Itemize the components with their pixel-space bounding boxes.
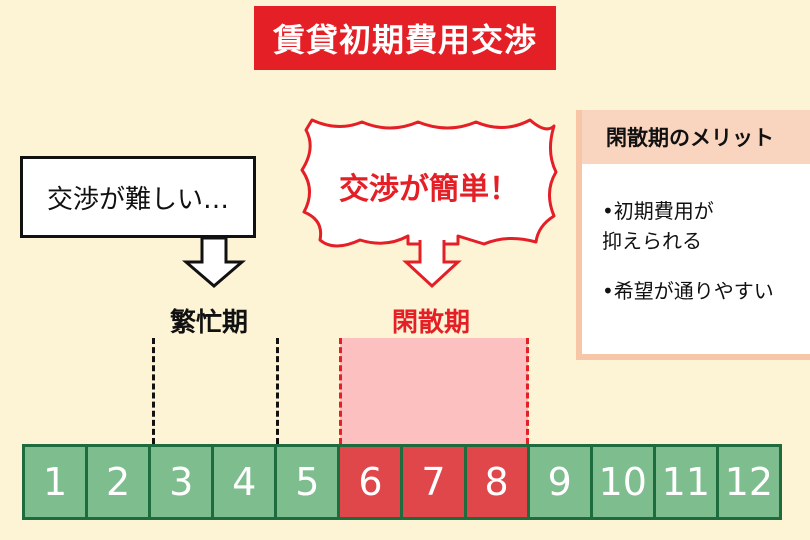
merit-item-cost: •初期費用が 抑えられる <box>602 199 714 253</box>
month-5: 5 <box>277 447 341 517</box>
page-title: 賃貸初期費用交渉 <box>254 6 556 70</box>
month-10: 10 <box>592 447 656 517</box>
burst-text: 交渉が簡単！ <box>339 172 519 207</box>
month-2: 2 <box>88 447 152 517</box>
quiet-end-dash <box>526 338 529 444</box>
busy-start-dash <box>152 338 155 444</box>
busy-down-arrow-icon <box>182 238 246 288</box>
burst-bubble-shape <box>300 118 558 248</box>
merit-header: 閑散期のメリット <box>582 110 810 164</box>
month-7: 7 <box>403 447 467 517</box>
busy-period-label: 繁忙期 <box>170 308 249 338</box>
quiet-period-band <box>340 338 528 444</box>
month-9: 9 <box>529 447 593 517</box>
quiet-down-arrow-icon <box>402 240 462 289</box>
busy-callout-box: 交渉が難しい… <box>20 156 256 238</box>
month-6: 6 <box>340 447 404 517</box>
month-11: 11 <box>655 447 719 517</box>
merit-card: 閑散期のメリット •初期費用が 抑えられる •希望が通りやすい <box>576 110 810 354</box>
month-12: 12 <box>718 447 779 517</box>
month-4: 4 <box>214 447 278 517</box>
month-8: 8 <box>466 447 530 517</box>
month-1: 1 <box>25 447 89 517</box>
quiet-start-dash <box>339 338 342 444</box>
merit-item-wishes: •希望が通りやすい <box>602 279 774 303</box>
quiet-period-label: 閑散期 <box>392 308 471 338</box>
month-timeline: 1 2 3 4 5 6 7 8 9 10 11 12 <box>22 444 782 520</box>
month-3: 3 <box>151 447 215 517</box>
busy-end-dash <box>276 338 279 444</box>
